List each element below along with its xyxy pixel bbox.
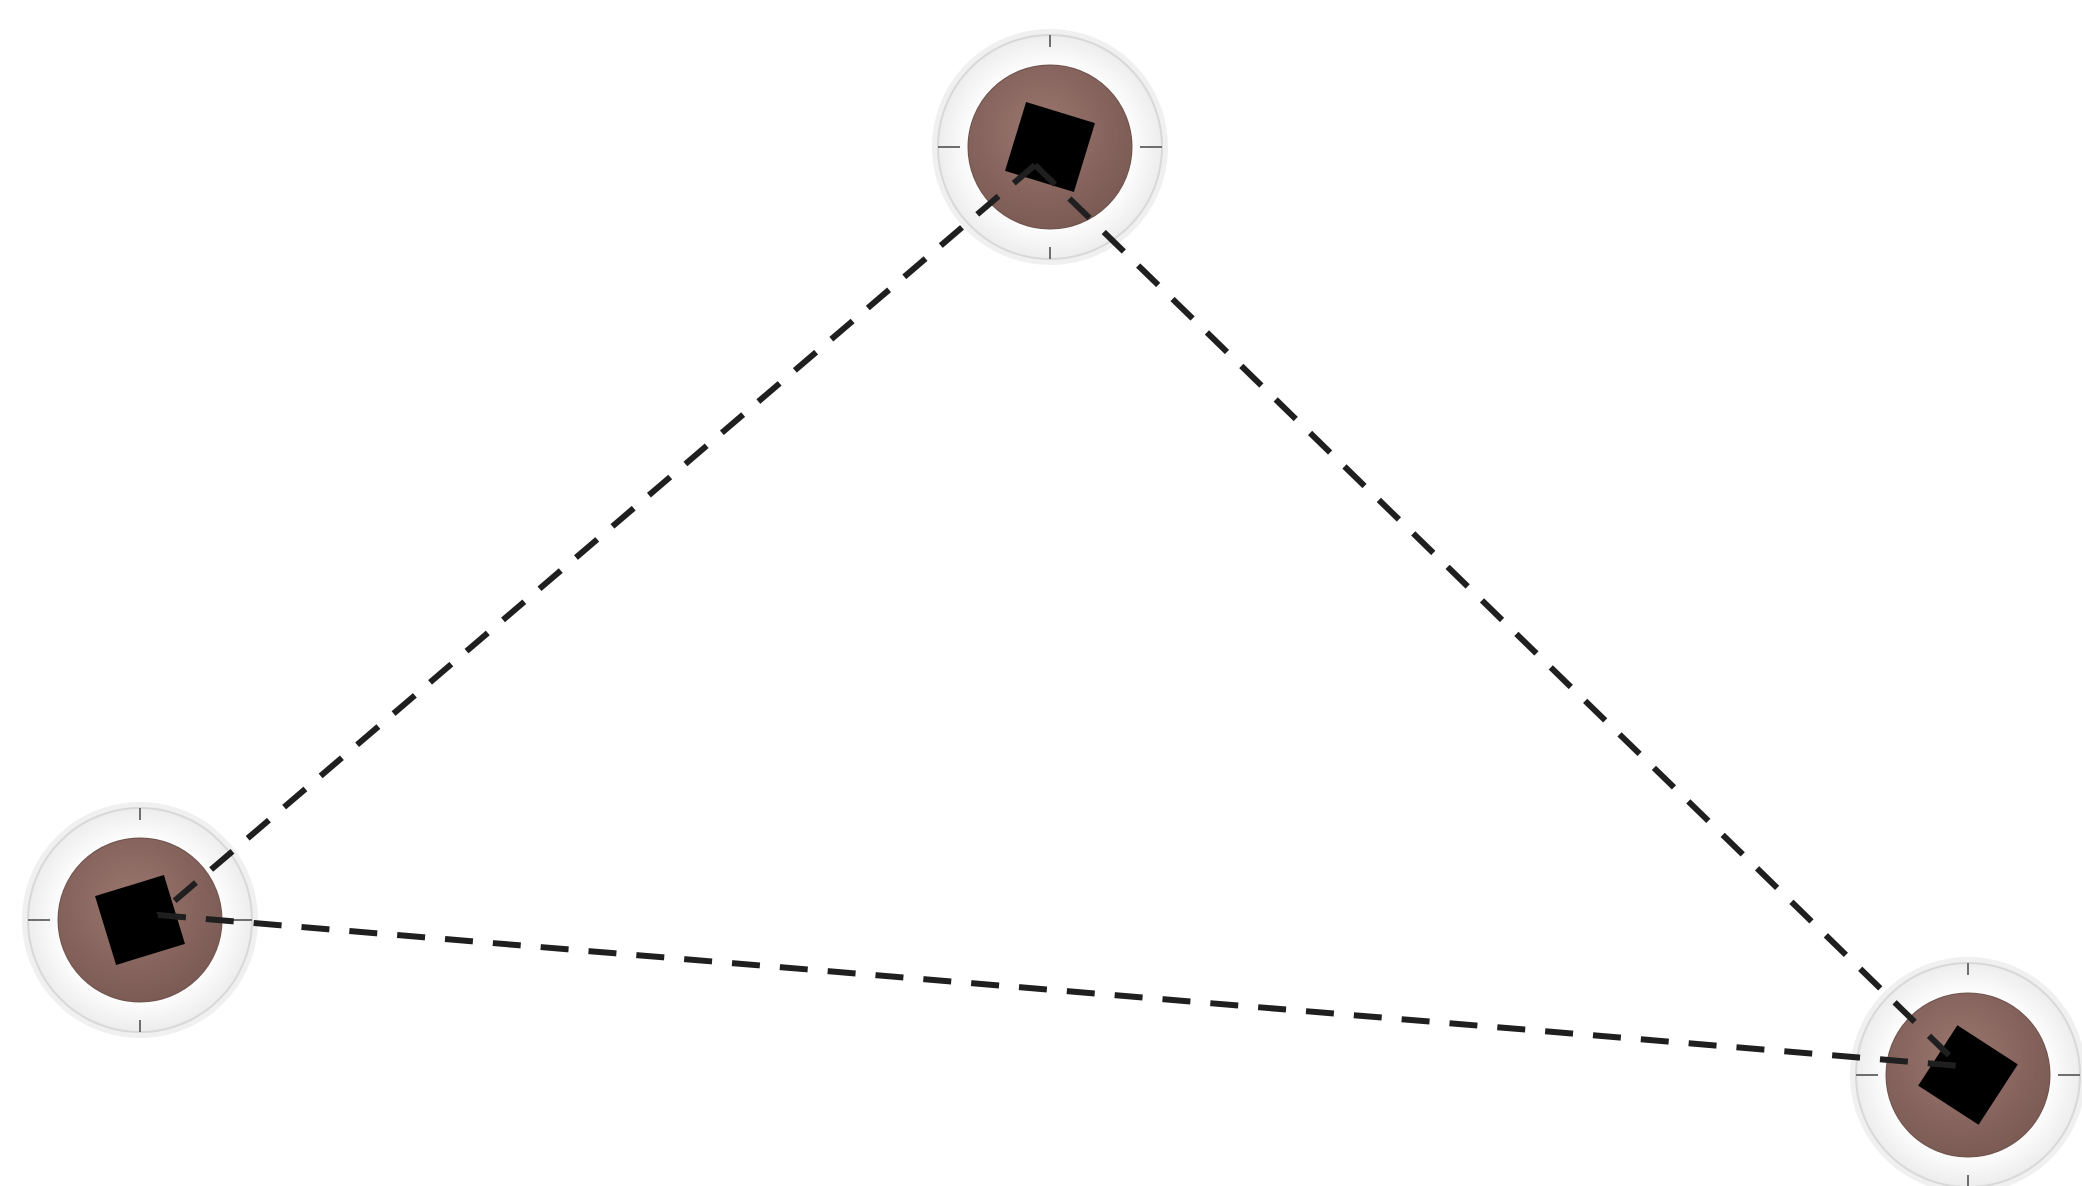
connector-layer — [158, 165, 1960, 1066]
node-layer — [25, 32, 2082, 1186]
edge-left-to-bottom-right — [158, 915, 1960, 1066]
edge-top-to-left — [158, 165, 1035, 915]
node-top — [935, 32, 1165, 262]
node-bottom-right — [1853, 960, 2082, 1186]
edge-top-to-bottom-right — [1035, 165, 1960, 1066]
